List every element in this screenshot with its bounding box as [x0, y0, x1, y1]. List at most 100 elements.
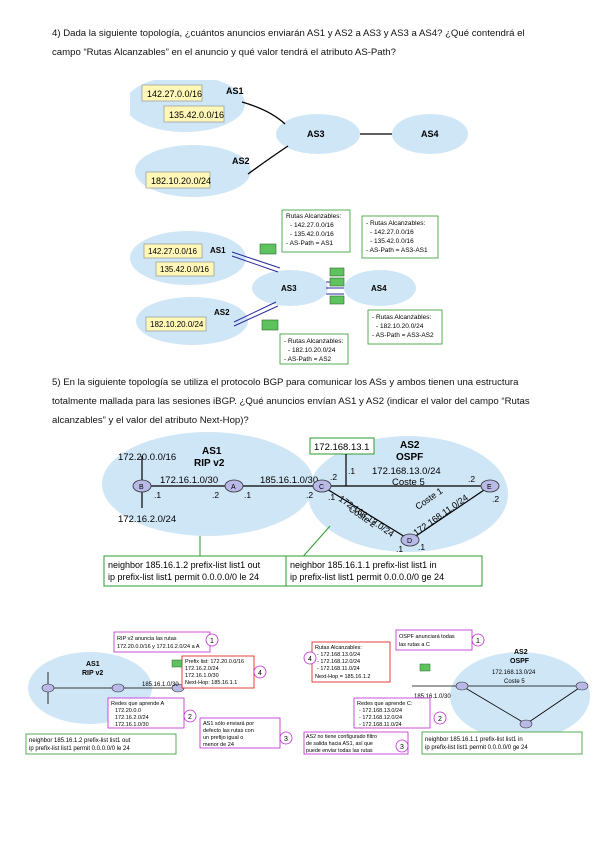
- as4-cloud: [344, 270, 416, 306]
- net3-label: 182.10.20.0/24: [150, 320, 204, 329]
- figure-1-topology: 142.27.0.0/16 135.42.0.0/16 AS1 AS2 182.…: [130, 80, 468, 197]
- router-d-label: D: [407, 538, 412, 545]
- router-c-label: C: [319, 484, 324, 491]
- box-as2-routes: [279, 333, 349, 365]
- svg-text:3: 3: [284, 736, 288, 743]
- as2-proto: OSPF: [510, 658, 530, 665]
- note-2: [107, 697, 185, 729]
- step-numbers: 14 23: [308, 638, 480, 751]
- as4-cloud: [392, 114, 468, 154]
- router-b-label: B: [139, 484, 144, 491]
- svg-text:2: 2: [438, 716, 442, 723]
- as2-proto: OSPF: [396, 452, 423, 463]
- figure-5-as2-solution: AS2 OSPF 172.168.13.0/24 Coste 5 185.16.…: [303, 629, 590, 755]
- svg-text:.1: .1: [154, 490, 161, 500]
- question-5: 5) En la siguiente topología se utiliza …: [52, 373, 552, 430]
- net-d-label: 172.168.13.0/24: [372, 466, 441, 477]
- coste5-label: Coste 5: [504, 679, 525, 685]
- svg-text:3: 3: [400, 744, 404, 751]
- question-5-text: 5) En la siguiente topología se utiliza …: [52, 377, 530, 426]
- figure-4-as1-solution: AS1 RIP v2 185.16.1.0/30 RIP v2 anuncia …: [25, 631, 293, 755]
- svg-text:.1: .1: [418, 542, 425, 552]
- net2-label: 135.42.0.0/16: [160, 265, 209, 274]
- net-a-label: 172.20.0.0/16: [118, 452, 176, 463]
- router-icons: [455, 681, 589, 729]
- net-b-label: 172.16.2.0/24: [118, 514, 176, 525]
- envelope-icon: [171, 659, 183, 668]
- as1-proto: RIP v2: [194, 458, 225, 469]
- svg-text:4: 4: [258, 670, 262, 677]
- figure-2-announcements: 142.27.0.0/16 135.42.0.0/16 AS1 AS2 182.…: [130, 209, 443, 365]
- box-as3-top-text: - Rutas Alcanzables: - 142.27.0.0/16 - 1…: [366, 220, 428, 254]
- as2-label: AS2: [232, 156, 250, 166]
- net2-box: [155, 261, 215, 277]
- envelope-icon: [419, 663, 431, 672]
- net3-box: [145, 171, 211, 189]
- box-as1-routes: [281, 209, 351, 253]
- svg-text:.1: .1: [244, 490, 251, 500]
- step-numbers: 14 23: [188, 638, 288, 743]
- svg-text:.2: .2: [306, 490, 313, 500]
- note-2: [353, 697, 431, 729]
- router-icons: [41, 683, 185, 693]
- as1-label: AS1: [86, 661, 100, 668]
- as1-label: AS1: [210, 246, 226, 255]
- as2-label: AS2: [400, 440, 420, 451]
- svg-text:.2: .2: [330, 472, 337, 482]
- lan-box: [309, 437, 375, 455]
- cfg-box: [25, 733, 177, 755]
- link-as1-as3: [241, 101, 286, 125]
- coste5-label: Coste 5: [392, 477, 425, 488]
- net2-box: [163, 105, 225, 123]
- as1-proto: RIP v2: [82, 670, 103, 677]
- announce-arrows: [231, 251, 344, 327]
- as1-label: AS1: [226, 86, 244, 96]
- net3-label: 182.10.20.0/24: [151, 176, 211, 186]
- cfg-text: neighbor 185.16.1.1 prefix-list list1 in…: [425, 737, 528, 751]
- step-badges: [303, 633, 485, 753]
- svg-text:.2: .2: [212, 490, 219, 500]
- svg-text:1: 1: [476, 638, 480, 645]
- as4-label: AS4: [371, 284, 387, 293]
- as4-label: AS4: [421, 129, 439, 139]
- cfg-right-text: neighbor 185.16.1.1 prefix-list list1 in…: [290, 560, 444, 582]
- link-label: 185.16.1.0/30: [414, 694, 451, 700]
- net-c-label: 172.16.1.0/30: [160, 475, 218, 486]
- envelope-icons: [259, 243, 345, 331]
- question-4-text: 4) Dada la siguiente topología, ¿cuántos…: [52, 28, 525, 58]
- box-as3-routes-bottom: [367, 309, 443, 345]
- as2-cloud: [135, 145, 251, 197]
- link-label: 185.16.1.0/30: [260, 475, 318, 486]
- as3-cloud: [252, 270, 328, 306]
- cfg-left-box: [103, 555, 301, 587]
- as1-cloud: [102, 432, 314, 536]
- cfg-text: neighbor 185.16.1.2 prefix-list list1 ou…: [29, 738, 131, 752]
- net1-box: [141, 84, 203, 102]
- figure-3-bgp-topology: AS1 RIP v2 AS2 OSPF 172.20.0.0/16 172.16…: [102, 432, 508, 587]
- net-d-label: 172.168.13.0/24: [492, 670, 536, 676]
- cfg-left-text: neighbor 185.16.1.2 prefix-list list1 ou…: [108, 560, 263, 582]
- note-2-text: Redes que aprende C:- 172.168.13.0/24 - …: [357, 701, 413, 728]
- box-as1-text: Rutas Alcanzables: - 142.27.0.0/16 - 135…: [286, 213, 343, 247]
- svg-text:.1: .1: [348, 466, 355, 476]
- interface-labels: .1 .2 .1 .2 .1 .1 .2 .2 .1 .1 .2: [154, 466, 499, 554]
- step-badges: [183, 633, 293, 745]
- as1-label: AS1: [202, 446, 222, 457]
- link-as2-as3: [247, 145, 289, 175]
- links: [412, 685, 583, 725]
- cfg-box: [421, 731, 583, 755]
- net1-label: 142.27.0.0/16: [147, 89, 202, 99]
- note-3: [199, 717, 281, 749]
- net3-box: [145, 316, 207, 332]
- note-3: [303, 731, 409, 755]
- svg-text:.2: .2: [468, 474, 475, 484]
- as2-cloud: [450, 652, 590, 740]
- svg-text:.1: .1: [328, 492, 335, 502]
- svg-text:.2: .2: [492, 494, 499, 504]
